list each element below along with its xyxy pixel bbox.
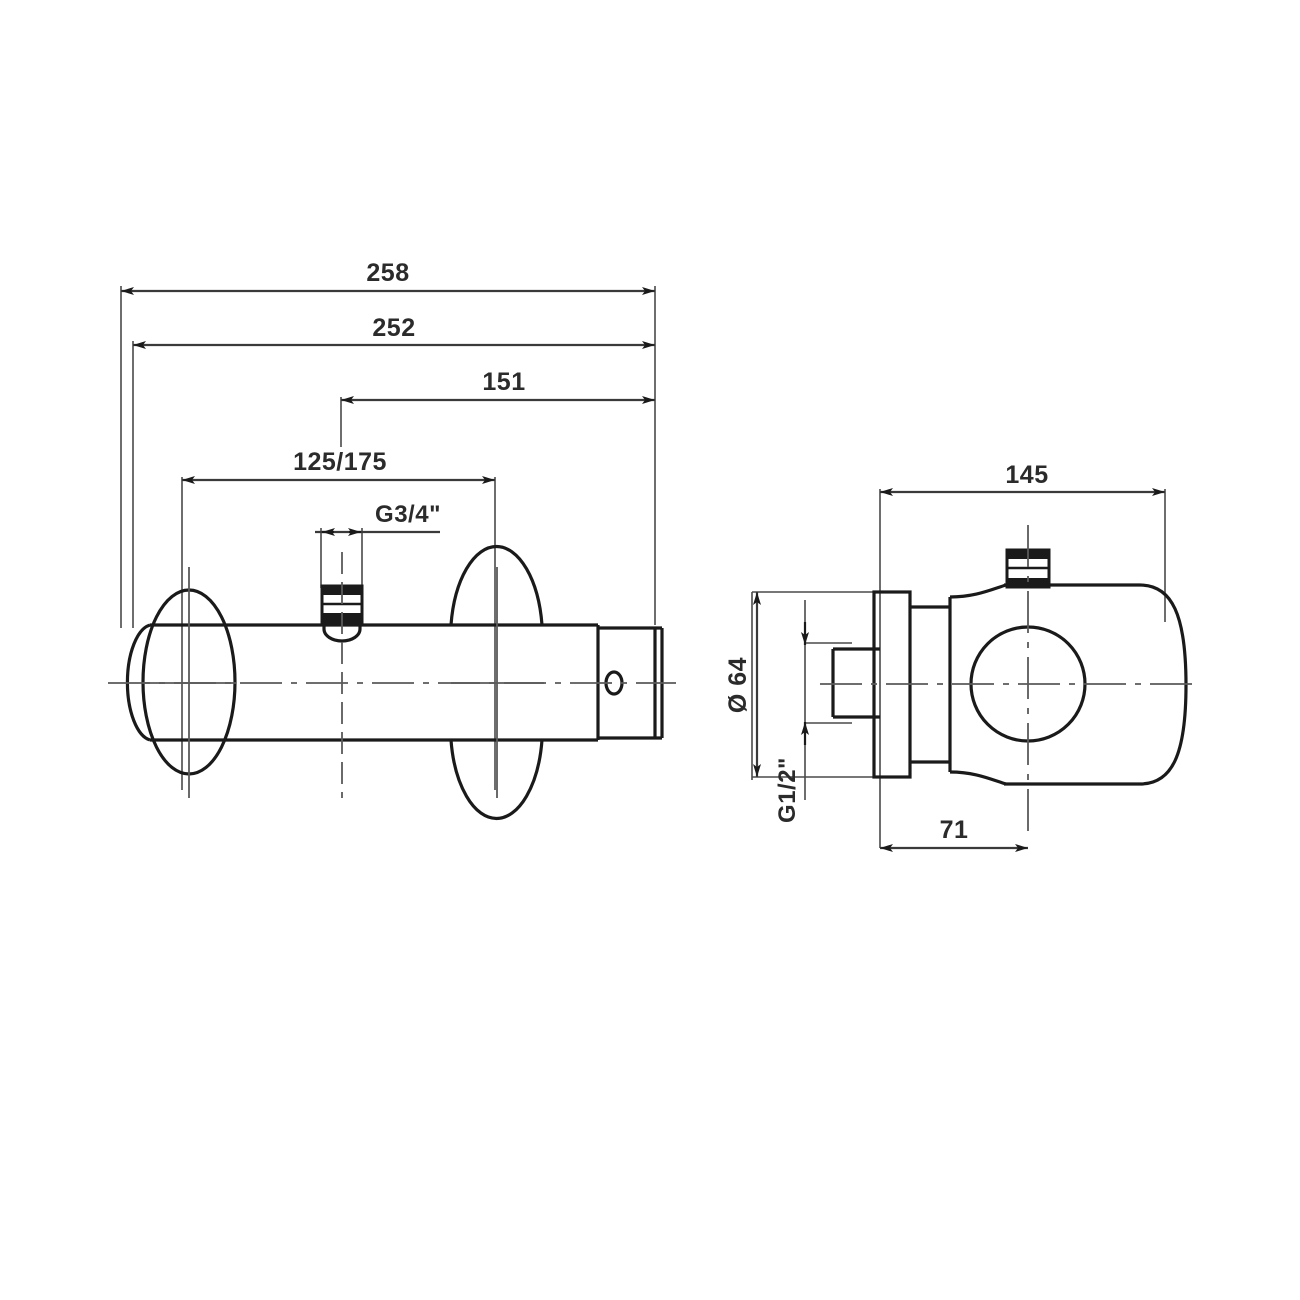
dimension-d64: Ø 64	[724, 592, 761, 777]
dim-g12-label: G1/2"	[774, 757, 801, 823]
front-right-knob-top-arc	[449, 545, 544, 626]
front-right-knob-bottom-arc	[449, 739, 544, 820]
dimension-g12: G1/2"	[774, 622, 809, 823]
dim-71-label: 71	[940, 816, 969, 844]
side-neck-taper-top	[949, 583, 1007, 599]
dim-145-label: 145	[1005, 461, 1048, 489]
dimension-125-175: 125/175	[182, 448, 495, 484]
dimension-145: 145	[880, 461, 1165, 496]
dim-125-175-label: 125/175	[293, 448, 387, 476]
dimension-g34: G3/4"	[315, 501, 441, 536]
side-nozzle-band-upper	[1007, 578, 1049, 587]
front-elevation-view: 258 252 151 125/175 G3/4"	[108, 259, 676, 820]
dim-d64-label: Ø 64	[724, 657, 752, 713]
dimension-151: 151	[341, 368, 655, 404]
dimension-258: 258	[121, 259, 655, 295]
dimension-71: 71	[880, 816, 1028, 852]
dim-258-label: 258	[366, 259, 409, 287]
front-extension-lines	[120, 286, 656, 790]
front-right-handle-knob	[449, 545, 544, 820]
side-neck-taper-bottom	[949, 770, 1007, 786]
nozzle-tip	[322, 622, 362, 643]
dimension-252: 252	[133, 314, 655, 349]
dim-151-label: 151	[482, 368, 525, 396]
dim-252-label: 252	[372, 314, 415, 342]
dim-g34-label: G3/4"	[375, 501, 441, 528]
front-centre-lines	[108, 552, 676, 798]
side-barrel-right-cap	[1139, 583, 1188, 786]
side-centre-lines	[820, 525, 1200, 840]
side-elevation-view: 145 71 Ø 64 G1/2"	[724, 461, 1200, 852]
